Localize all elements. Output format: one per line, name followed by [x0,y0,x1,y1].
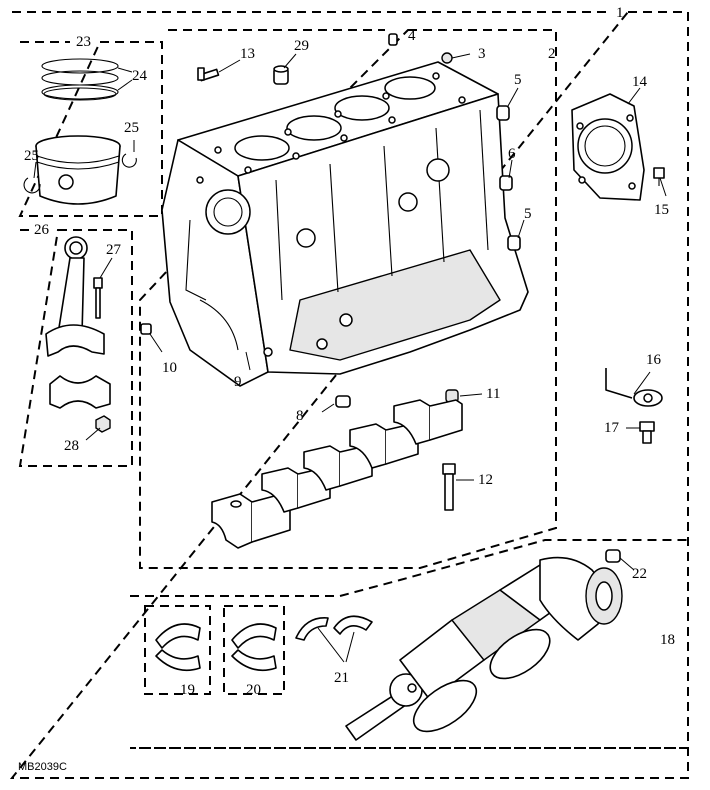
callout-8: 8 [296,408,304,424]
callout-10: 10 [162,360,177,376]
callout-28: 28 [64,438,79,454]
drawing-code: MB2039C [18,761,67,773]
rod-cap [49,375,111,409]
boundary-bearing-20 [223,605,285,695]
dowel-8 [335,395,351,408]
callout-15: 15 [654,202,669,218]
callout-13: 13 [240,46,255,62]
callout-19: 19 [180,682,195,698]
callout-11: 11 [486,386,500,402]
plug-5-lower [507,235,521,251]
callout-4: 4 [408,28,416,44]
boundary-connecting-rod-26 [18,229,133,467]
boundary-cylinder-block-2 [139,29,557,569]
callout-26: 26 [34,222,50,238]
callout-18: 18 [660,632,675,648]
callout-21: 21 [334,670,349,686]
leader-lines [33,53,667,663]
callout-23: 23 [76,34,91,50]
thrust-washers-21 [295,615,373,641]
main-bearing-caps [211,399,463,549]
piston-circlip-right [121,153,137,168]
oil-jet-16 [605,368,663,407]
callout-25-right: 25 [124,120,139,136]
callout-9: 9 [234,374,242,390]
callout-12: 12 [478,472,493,488]
piston [35,135,121,205]
callout-22: 22 [632,566,647,582]
rear-oil-seal-housing [571,93,645,201]
plug-6 [499,175,513,191]
boundary-assembly-1 [9,11,689,779]
callout-29: 29 [294,38,309,54]
connecting-rod [45,236,105,357]
callout-25-left: 25 [24,148,39,164]
callout-5-lower: 5 [524,206,532,222]
callout-24: 24 [132,68,148,84]
screw-15 [653,167,665,186]
piston-circlip-left [23,177,41,194]
bolt-17 [639,421,655,444]
callout-14: 14 [632,74,648,90]
callout-labels: 1 2 3 4 5 6 5 8 9 10 11 12 13 14 15 16 1… [18,5,675,773]
plug-29 [273,65,289,85]
cylinder-block [161,61,529,387]
plug-3 [441,52,453,64]
boundary-bearing-19 [144,605,211,695]
callout-17: 17 [604,420,620,436]
callout-3: 3 [478,46,486,62]
dowel-4 [388,33,398,46]
main-bearing-shells-19 [155,623,201,672]
callout-6: 6 [508,146,516,162]
dowel-10 [140,323,152,335]
dowel-22 [605,549,621,563]
main-bearing-shells-20 [231,623,277,672]
crankshaft [345,556,623,741]
bolt-13 [197,67,220,82]
callout-2: 2 [548,46,556,62]
plug-5-upper [496,105,510,121]
boundary-crankshaft-18 [130,539,688,749]
callout-20: 20 [246,682,261,698]
rod-bolt-27 [93,277,103,319]
callout-1: 1 [616,5,624,21]
callout-27: 27 [106,242,122,258]
callout-16: 16 [646,352,662,368]
main-bearing-bolt-12 [442,463,456,511]
piston-rings [41,58,119,101]
callout-5-upper: 5 [514,72,522,88]
